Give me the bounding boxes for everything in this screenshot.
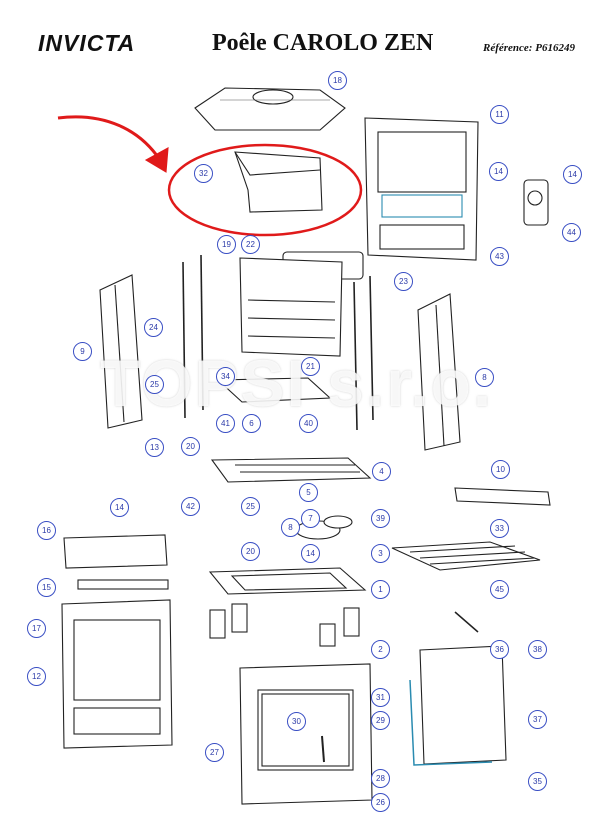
highlight-ellipse <box>167 143 363 237</box>
red-arrow <box>57 115 162 161</box>
callout-14a: 14 <box>489 162 508 181</box>
part-18-top-plate <box>194 87 346 131</box>
part-10-front-bar <box>454 487 551 506</box>
part-8-right-side <box>417 293 461 451</box>
callout-32: 32 <box>194 164 213 183</box>
callout-18: 18 <box>328 71 347 90</box>
part-36-glass <box>419 645 507 765</box>
callout-23: 23 <box>394 272 413 291</box>
callout-10: 10 <box>491 460 510 479</box>
part-39-burner <box>295 515 353 540</box>
part-26-door <box>239 663 373 805</box>
reference-label: Référence: P616249 <box>483 42 575 54</box>
part-9-left-side <box>99 274 143 429</box>
callout-8a: 8 <box>475 368 494 387</box>
callout-7: 7 <box>301 509 320 528</box>
callout-31: 31 <box>371 688 390 707</box>
part-33-grid <box>391 541 541 571</box>
callout-19: 19 <box>217 235 236 254</box>
part-32-deflector <box>234 151 323 213</box>
page-title: Poêle CAROLO ZEN <box>212 30 434 56</box>
callout-2: 2 <box>371 640 390 659</box>
callout-25a: 25 <box>145 375 164 394</box>
callout-14c: 14 <box>110 498 129 517</box>
callout-35: 35 <box>528 772 547 791</box>
callout-40: 40 <box>299 414 318 433</box>
part-11-back-panel <box>364 117 479 261</box>
callout-27: 27 <box>205 743 224 762</box>
part-4-grate-base <box>210 457 372 483</box>
callout-30: 30 <box>287 712 306 731</box>
callout-14d: 14 <box>301 544 320 563</box>
part-35-gasket <box>409 679 493 766</box>
part-21-firebox-back <box>239 257 343 357</box>
callout-5: 5 <box>299 483 318 502</box>
callout-39: 39 <box>371 509 390 528</box>
callout-4: 4 <box>372 462 391 481</box>
callout-11: 11 <box>490 105 509 124</box>
callout-24: 24 <box>144 318 163 337</box>
callout-38: 38 <box>528 640 547 659</box>
part-12-front-frame <box>61 599 173 749</box>
callout-37: 37 <box>528 710 547 729</box>
callout-16: 16 <box>37 521 56 540</box>
callout-12: 12 <box>27 667 46 686</box>
callout-20b: 20 <box>241 542 260 561</box>
callout-33: 33 <box>490 519 509 538</box>
part-34-ash-tray <box>216 377 332 403</box>
part-44-bracket <box>523 179 549 226</box>
callout-14b: 14 <box>563 165 582 184</box>
callout-26: 26 <box>371 793 390 812</box>
callout-9: 9 <box>73 342 92 361</box>
callout-13: 13 <box>145 438 164 457</box>
callout-36: 36 <box>490 640 509 659</box>
brand-logo: INVICTA <box>38 30 136 56</box>
callout-8b: 8 <box>281 518 300 537</box>
callout-44: 44 <box>562 223 581 242</box>
callout-17: 17 <box>27 619 46 638</box>
callout-15: 15 <box>37 578 56 597</box>
part-45-clip <box>454 611 479 633</box>
callout-29: 29 <box>371 711 390 730</box>
part-2-feet <box>209 603 360 647</box>
callout-43: 43 <box>490 247 509 266</box>
part-16-control-panel <box>63 534 168 569</box>
callout-34: 34 <box>216 367 235 386</box>
callout-22: 22 <box>241 235 260 254</box>
callout-6: 6 <box>242 414 261 433</box>
part-15-strip <box>77 579 169 590</box>
callout-21: 21 <box>301 357 320 376</box>
callout-20a: 20 <box>181 437 200 456</box>
callout-41: 41 <box>216 414 235 433</box>
part-1-base-frame <box>208 567 367 595</box>
callout-28: 28 <box>371 769 390 788</box>
callout-42: 42 <box>181 497 200 516</box>
callout-3: 3 <box>371 544 390 563</box>
part-19-rods <box>182 254 374 431</box>
callout-1: 1 <box>371 580 390 599</box>
callout-45: 45 <box>490 580 509 599</box>
callout-25b: 25 <box>241 497 260 516</box>
